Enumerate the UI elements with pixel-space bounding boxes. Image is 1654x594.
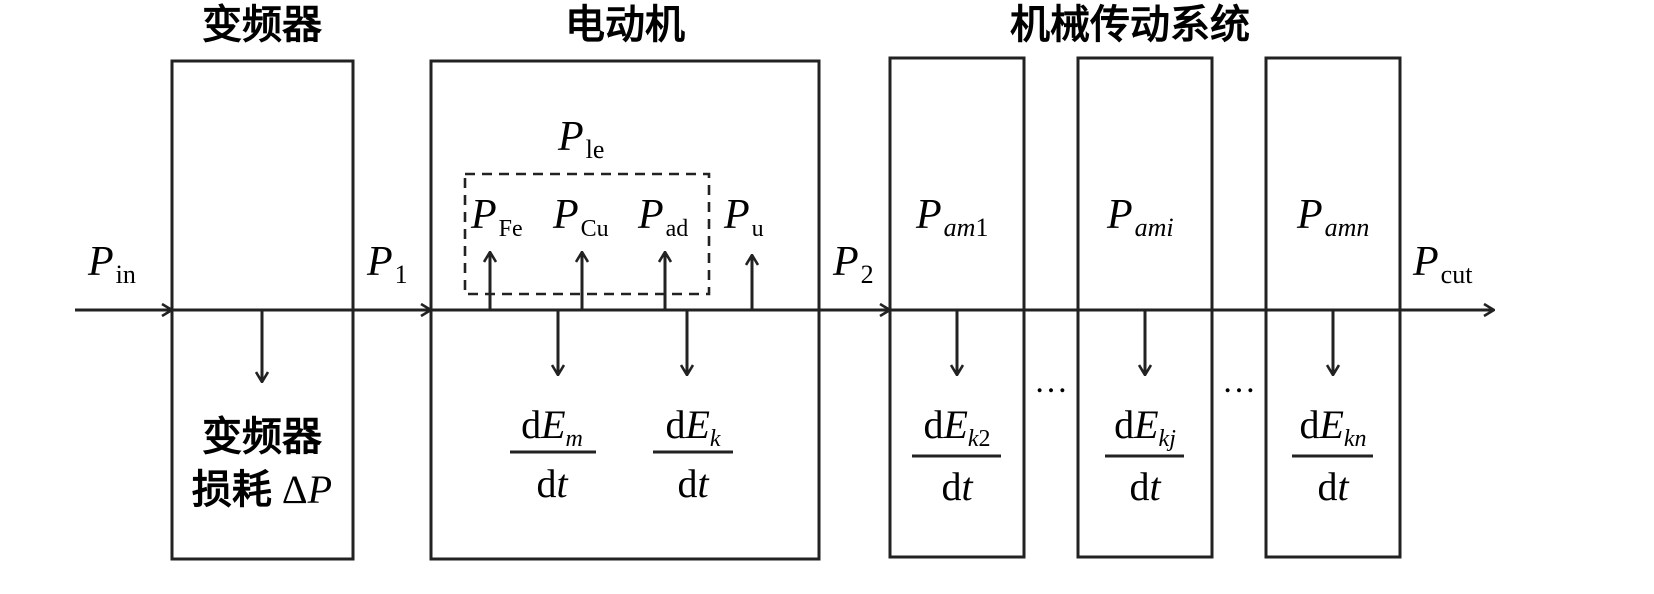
fraction-dEkj-denominator: dt — [1129, 464, 1161, 509]
transmission-stage-n-block — [1264, 56, 1402, 559]
label-P-ad: Pad — [637, 192, 688, 242]
fraction-dEkn-numerator: dEkn — [1299, 402, 1366, 452]
motor-loss-group — [463, 172, 711, 296]
fraction-dEkj-dt: dEkj dt — [1105, 402, 1184, 509]
fraction-dEk-numerator: dEk — [665, 402, 720, 452]
fraction-dEk-dt: dEk dt — [653, 402, 733, 506]
inverter-header: 变频器 — [202, 2, 323, 48]
label-P-amn: Pamn — [1296, 192, 1369, 242]
fraction-dEk2-numerator: dEk2 — [923, 402, 990, 452]
motor-header: 电动机 — [565, 2, 685, 48]
fraction-dEm-numerator: dEm — [521, 402, 583, 452]
label-P-in: Pin — [87, 239, 136, 289]
fraction-dEk2-dt: dEk2 dt — [912, 402, 1001, 509]
fraction-dEk-denominator: dt — [677, 461, 709, 506]
fraction-dEkn-dt: dEkn dt — [1292, 402, 1373, 509]
label-P-am1: Pam1 — [915, 192, 988, 242]
fraction-dEm-dt: dEm dt — [510, 402, 596, 506]
inverter-loss-line1: 变频器 — [202, 414, 323, 460]
fraction-dEm-denominator: dt — [536, 461, 568, 506]
label-P-u: Pu — [723, 192, 764, 242]
label-P-cut: Pcut — [1412, 239, 1473, 289]
label-P-2: P2 — [832, 239, 874, 289]
transmission-stage-j-block — [1076, 56, 1214, 559]
fraction-dEk2-denominator: dt — [941, 464, 973, 509]
fraction-dEkn-denominator: dt — [1317, 464, 1349, 509]
ellipsis-2: … — [1222, 363, 1256, 400]
ellipsis-1: … — [1034, 363, 1068, 400]
fraction-dEkj-numerator: dEkj — [1114, 402, 1176, 452]
label-P-ami: Pami — [1106, 192, 1174, 242]
label-P-le: Ple — [557, 114, 604, 164]
label-P-Fe: PFe — [470, 192, 523, 242]
label-P-Cu: PCu — [552, 192, 609, 242]
label-P-1: P1 — [366, 239, 408, 289]
transmission-header: 机械传动系统 — [1010, 2, 1250, 48]
